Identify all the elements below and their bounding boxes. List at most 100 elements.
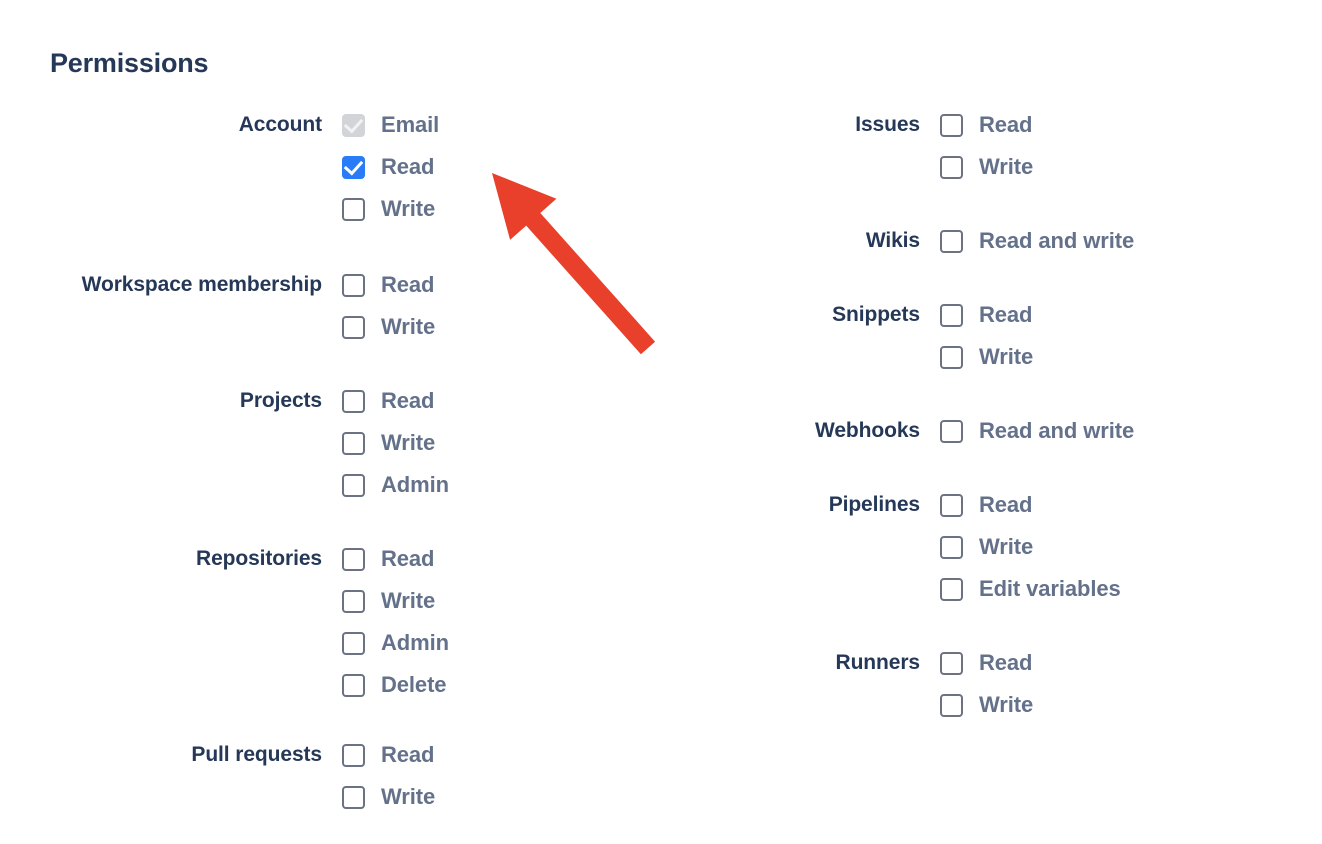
checkbox-snippets-write[interactable] [940, 345, 963, 369]
checkbox-webhooks-read-and-write[interactable] [940, 419, 963, 443]
permission-option-label: Admin [381, 472, 449, 497]
permission-option-issues-read[interactable]: Read [940, 104, 1322, 146]
permission-option-pipelines-edit-variables[interactable]: Edit variables [940, 568, 1322, 610]
permission-option-label: Read [979, 112, 1033, 137]
checkbox-projects-write[interactable] [342, 431, 365, 455]
permission-option-account-write[interactable]: Write [342, 188, 660, 230]
permission-option-pipelines-read[interactable]: Read [940, 484, 1322, 526]
permission-group-webhooks: Webhooks Read and write [660, 410, 1322, 452]
permission-option-account-email[interactable]: Email [342, 104, 660, 146]
permission-option-runners-read[interactable]: Read [940, 642, 1322, 684]
checkbox-repositories-read[interactable] [342, 547, 365, 571]
checkbox-account-write[interactable] [342, 197, 365, 221]
permission-option-projects-admin[interactable]: Admin [342, 464, 660, 506]
page-title: Permissions [50, 48, 209, 78]
permission-option-label: Read [979, 650, 1033, 675]
checkbox-workspace-membership-read[interactable] [342, 273, 365, 297]
permission-option-label: Read [381, 272, 435, 297]
permission-option-repositories-write[interactable]: Write [342, 580, 660, 622]
checkbox-wikis-read-and-write[interactable] [940, 229, 963, 253]
permission-option-label: Write [979, 344, 1034, 369]
permission-option-pipelines-write[interactable]: Write [940, 526, 1322, 568]
permission-option-label: Read [381, 546, 435, 571]
permission-option-label: Read [381, 154, 435, 179]
checkbox-repositories-delete[interactable] [342, 673, 365, 697]
permission-group-label: Runners [835, 651, 921, 674]
checkbox-issues-read[interactable] [940, 113, 963, 137]
permission-option-pull-requests-write[interactable]: Write [342, 776, 660, 818]
permission-option-label: Write [381, 430, 436, 455]
checkbox-projects-read[interactable] [342, 389, 365, 413]
permission-option-projects-read[interactable]: Read [342, 380, 660, 422]
permission-option-label: Admin [381, 630, 449, 655]
checkbox-projects-admin[interactable] [342, 473, 365, 497]
permission-option-label: Email [381, 112, 440, 137]
permission-option-wikis-read-and-write[interactable]: Read and write [940, 220, 1322, 262]
permission-option-projects-write[interactable]: Write [342, 422, 660, 464]
permission-option-snippets-write[interactable]: Write [940, 336, 1322, 378]
permission-option-list: Read and write [940, 220, 1322, 262]
checkbox-pull-requests-write[interactable] [342, 785, 365, 809]
permission-option-label: Write [979, 692, 1034, 717]
permission-option-label: Delete [381, 672, 447, 697]
permission-option-issues-write[interactable]: Write [940, 146, 1322, 188]
check-icon [343, 155, 363, 176]
permission-option-label: Write [381, 588, 436, 613]
permission-group-label: Snippets [832, 303, 920, 326]
permission-option-label: Write [381, 314, 436, 339]
checkbox-account-read[interactable] [342, 155, 365, 179]
checkbox-pipelines-edit-variables[interactable] [940, 577, 963, 601]
permission-group-label: Webhooks [815, 419, 920, 442]
checkbox-pipelines-write[interactable] [940, 535, 963, 559]
permission-group-label: Projects [239, 389, 322, 412]
permission-option-label: Read and write [979, 418, 1135, 443]
check-icon [343, 113, 363, 134]
checkbox-issues-write[interactable] [940, 155, 963, 179]
checkbox-repositories-write[interactable] [342, 589, 365, 613]
permission-group-label: Wikis [865, 229, 920, 252]
permission-option-workspace-membership-read[interactable]: Read [342, 264, 660, 306]
permission-option-label: Read [381, 388, 435, 413]
permission-group-label: Workspace membership [81, 273, 322, 296]
checkbox-account-email [342, 113, 365, 137]
permission-option-label: Write [381, 196, 436, 221]
permission-option-label: Write [979, 534, 1034, 559]
checkbox-snippets-read[interactable] [940, 303, 963, 327]
permission-option-repositories-delete[interactable]: Delete [342, 664, 660, 706]
permission-option-snippets-read[interactable]: Read [940, 294, 1322, 336]
permission-option-repositories-read[interactable]: Read [342, 538, 660, 580]
permission-option-workspace-membership-write[interactable]: Write [342, 306, 660, 348]
permission-option-repositories-admin[interactable]: Admin [342, 622, 660, 664]
permission-option-label: Read and write [979, 228, 1135, 253]
permission-option-label: Write [381, 784, 436, 809]
checkbox-repositories-admin[interactable] [342, 631, 365, 655]
permission-option-pull-requests-read[interactable]: Read [342, 734, 660, 776]
permission-option-webhooks-read-and-write[interactable]: Read and write [940, 410, 1322, 452]
checkbox-workspace-membership-write[interactable] [342, 315, 365, 339]
permission-option-account-read[interactable]: Read [342, 146, 660, 188]
checkbox-pull-requests-read[interactable] [342, 743, 365, 767]
permission-option-label: Write [979, 154, 1034, 179]
checkbox-pipelines-read[interactable] [940, 493, 963, 517]
permission-group-label: Account [238, 113, 322, 136]
checkbox-runners-read[interactable] [940, 651, 963, 675]
permission-option-runners-write[interactable]: Write [940, 684, 1322, 726]
permission-group-label: Pipelines [828, 493, 920, 516]
checkbox-runners-write[interactable] [940, 693, 963, 717]
